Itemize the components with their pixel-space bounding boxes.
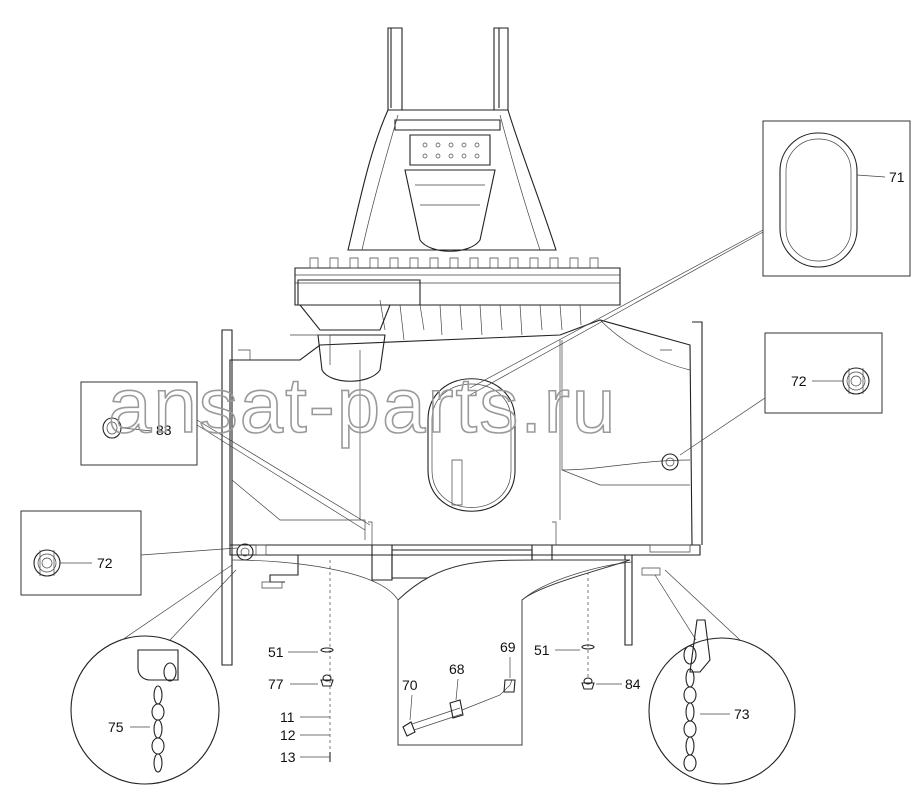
callout-12: 12 [280, 727, 296, 743]
oval-window-seal [779, 132, 858, 268]
chain-links-left [151, 685, 165, 773]
callout-72-right: 72 [791, 373, 807, 389]
chain-detail-right: 73 [648, 569, 796, 785]
callout-70: 70 [402, 677, 418, 693]
callout-72-left: 72 [97, 555, 113, 571]
detail-box-72-right: 72 [679, 332, 883, 456]
detail-box-83: 83 [80, 381, 371, 531]
callout-69: 69 [500, 639, 516, 655]
detail-box-72-left: 72 [20, 510, 238, 596]
main-frame [221, 319, 703, 666]
callout-51-left: 51 [268, 644, 284, 660]
callout-83: 83 [156, 422, 172, 438]
fastener-stack-left: 51 77 11 12 13 [268, 560, 334, 765]
callout-68: 68 [449, 661, 465, 677]
hose-assembly [402, 679, 516, 737]
callout-11: 11 [280, 709, 295, 725]
center-window [427, 378, 516, 512]
frame-fittings [236, 453, 679, 561]
detail-box-71: 71 [469, 120, 911, 396]
chain-detail-left: 75 [70, 564, 237, 785]
callout-73: 73 [734, 706, 750, 722]
plug-83 [102, 417, 122, 439]
mast-assembly [347, 27, 557, 252]
watermark-text: ansat-parts.ru [108, 361, 617, 449]
callout-84: 84 [625, 676, 641, 692]
chain-links-right [683, 668, 697, 772]
callout-71: 71 [889, 169, 905, 185]
bolt-holes [422, 142, 480, 159]
ring-teeth [309, 257, 599, 269]
callout-75: 75 [108, 719, 124, 735]
callout-77: 77 [268, 676, 284, 692]
callout-13: 13 [280, 749, 296, 765]
hose-detail-box: 70 68 69 [231, 559, 633, 746]
callout-51-right: 51 [534, 642, 550, 658]
fastener-stack-right: 51 84 [534, 560, 641, 692]
slewing-ring [294, 257, 621, 382]
